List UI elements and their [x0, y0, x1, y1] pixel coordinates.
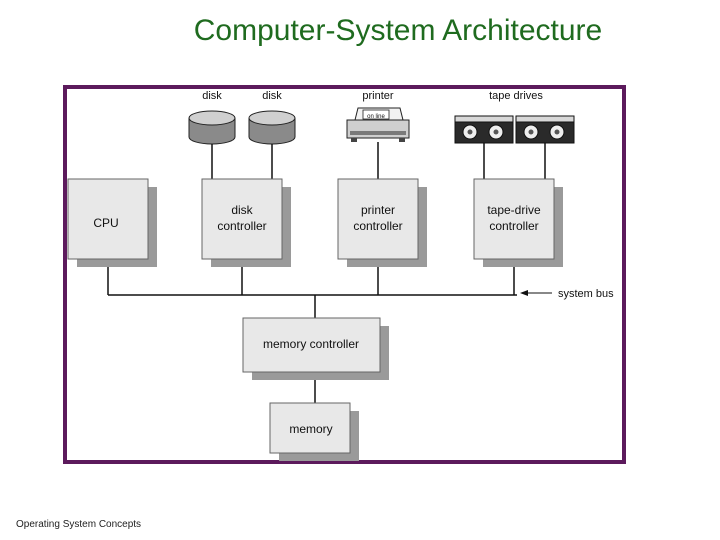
tape-controller-label-line1: tape-drive — [487, 203, 541, 217]
printer-controller-box: printer controller — [337, 178, 427, 267]
printer-controller-label-line2: controller — [353, 219, 402, 233]
footer-text: Operating System Concepts — [16, 519, 142, 530]
memory-label: memory — [289, 422, 332, 436]
page-title: Computer-System Architecture — [193, 14, 603, 47]
bus-arrow — [520, 290, 552, 296]
memory-controller-label: memory controller — [263, 337, 359, 351]
device-connectors — [211, 142, 546, 180]
disk-controller-box: disk controller — [201, 178, 291, 267]
system-bus-label: system bus — [558, 288, 614, 300]
tape-controller-label-line2: controller — [489, 219, 538, 233]
disk-controller-label-line2: controller — [217, 219, 266, 233]
cpu-box: CPU — [67, 178, 157, 267]
memory-controller-box: memory controller — [242, 317, 389, 380]
diagram-frame — [63, 85, 626, 464]
printer-panel-text: on line — [367, 114, 385, 120]
cpu-label: CPU — [93, 216, 118, 230]
disk-icon — [248, 110, 296, 145]
disk-label-2: disk — [262, 90, 282, 102]
printer-controller-label-line1: printer — [361, 203, 395, 217]
disk-icon — [188, 110, 236, 145]
printer-label: printer — [362, 90, 394, 102]
tape-drive-controller-box: tape-drive controller — [473, 178, 563, 267]
disk-label-1: disk — [202, 90, 222, 102]
memory-box: memory — [269, 402, 359, 461]
disk-controller-label-line1: disk — [231, 203, 253, 217]
tape-drive-icon — [454, 115, 514, 144]
printer-icon — [346, 107, 410, 142]
tape-drives-label: tape drives — [489, 90, 543, 102]
tape-drive-icon — [515, 115, 575, 144]
